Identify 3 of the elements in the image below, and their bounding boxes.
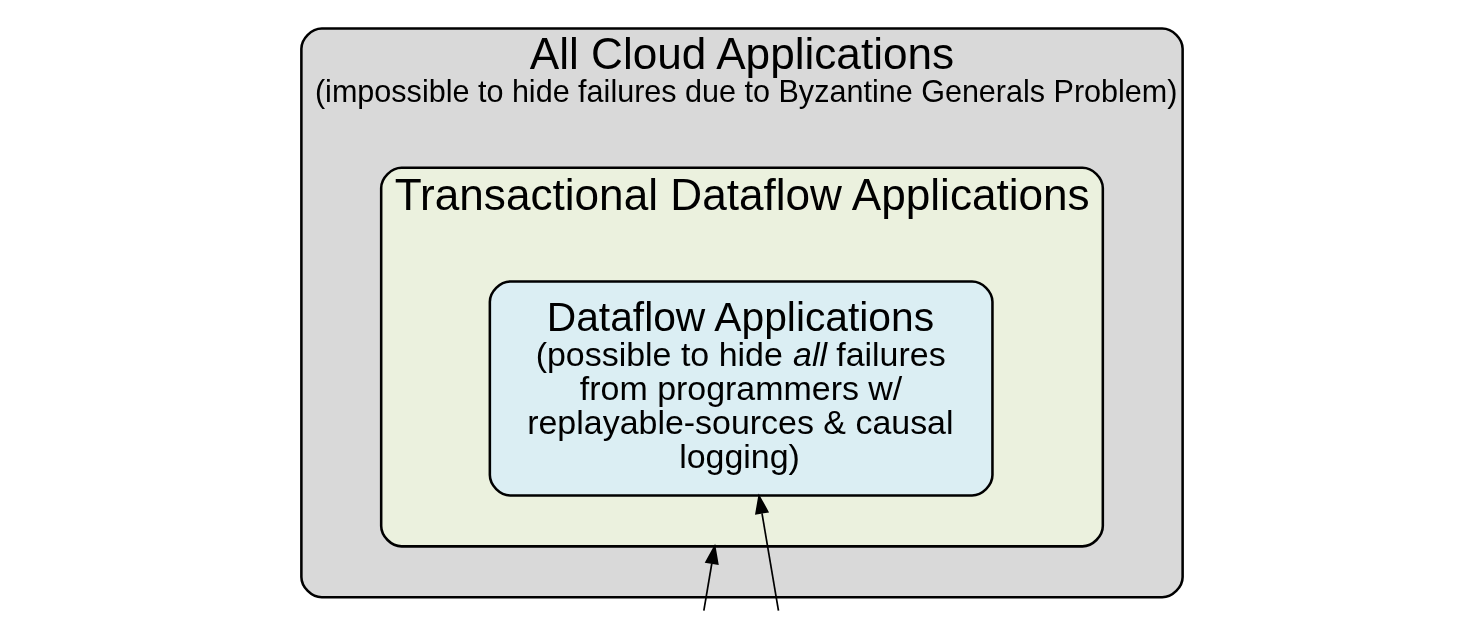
node-box: Dataflow Applications (possible to hide all failures from programmers w/ replayable-sources & causal logging): [488, 280, 994, 497]
arrow: [755, 493, 780, 612]
arrow: [703, 543, 719, 612]
